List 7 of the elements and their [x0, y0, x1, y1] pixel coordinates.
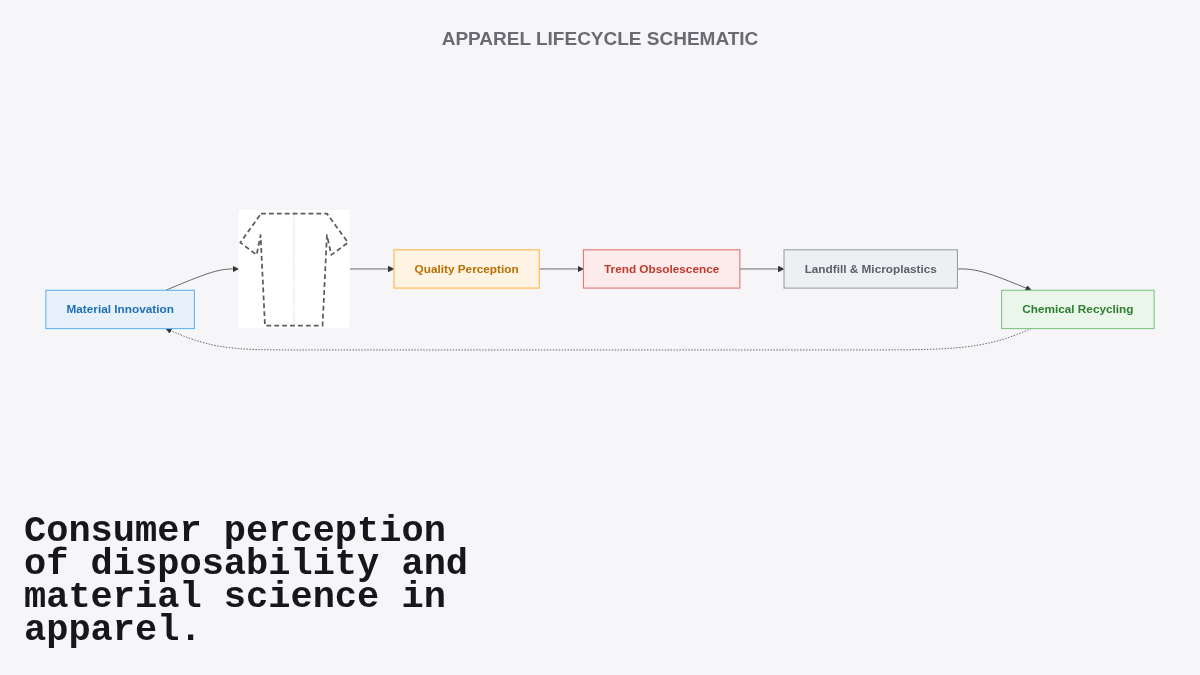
node-box: Landfill & Microplastics: [783, 249, 958, 289]
node-box: Quality Perception: [393, 249, 540, 289]
diagram-title: APPAREL LIFECYCLE SCHEMATIC: [440, 28, 760, 50]
caption-headline: Consumer perception of disposability and material science in apparel.: [24, 515, 470, 647]
node-box: Chemical Recycling: [1001, 289, 1155, 330]
node-box: Material Innovation: [45, 289, 195, 330]
node-box: Trend Obsolescence: [582, 249, 741, 289]
